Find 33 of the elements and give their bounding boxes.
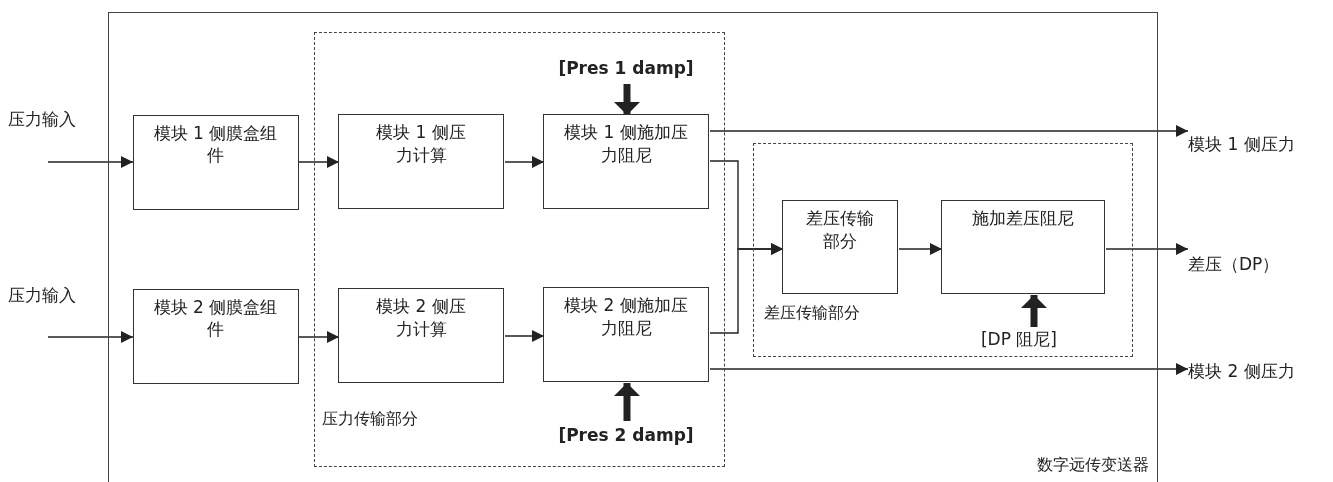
arrow	[298, 331, 340, 343]
arrow	[709, 243, 784, 334]
input-label: 压力输入	[8, 108, 76, 131]
group-label: 数字远传变送器	[1037, 454, 1149, 476]
arrow	[1105, 243, 1189, 255]
arrow	[898, 243, 943, 255]
process-box: 模块 1 侧压力计算	[338, 114, 504, 209]
damping-label: [DP 阻尼]	[959, 326, 1079, 352]
group-label: 差压传输部分	[763, 301, 860, 324]
process-box: 模块 1 侧施加压力阻尼	[543, 114, 709, 209]
dashed-group-frame	[752, 142, 1133, 357]
arrow	[709, 125, 1189, 137]
device-frame	[108, 12, 1158, 482]
input-label: 压力输入	[8, 284, 76, 307]
process-box: 施加差压阻尼	[941, 200, 1105, 294]
process-box: 模块 1 侧膜盒组件	[132, 114, 299, 210]
output-label: 差压（DP）	[1188, 246, 1328, 282]
arrow	[298, 156, 340, 168]
arrow	[709, 363, 1189, 375]
output-label: 模块 1 侧压力	[1188, 128, 1328, 160]
damping-label: [Pres 2 damp]	[551, 420, 701, 450]
damping-label: [Pres 1 damp]	[551, 53, 701, 83]
arrow	[47, 331, 134, 343]
arrow	[47, 156, 134, 168]
process-box: 模块 2 侧施加压力阻尼	[543, 287, 709, 382]
arrow	[504, 156, 545, 168]
process-box: 模块 2 侧膜盒组件	[132, 288, 299, 384]
output-label: 模块 2 侧压力	[1188, 355, 1328, 387]
dashed-group-frame	[313, 31, 725, 467]
process-box: 模块 2 侧压力计算	[338, 288, 504, 383]
process-box: 差压传输部分	[782, 200, 898, 294]
arrow	[504, 330, 545, 342]
group-label: 压力传输部分	[321, 407, 418, 430]
